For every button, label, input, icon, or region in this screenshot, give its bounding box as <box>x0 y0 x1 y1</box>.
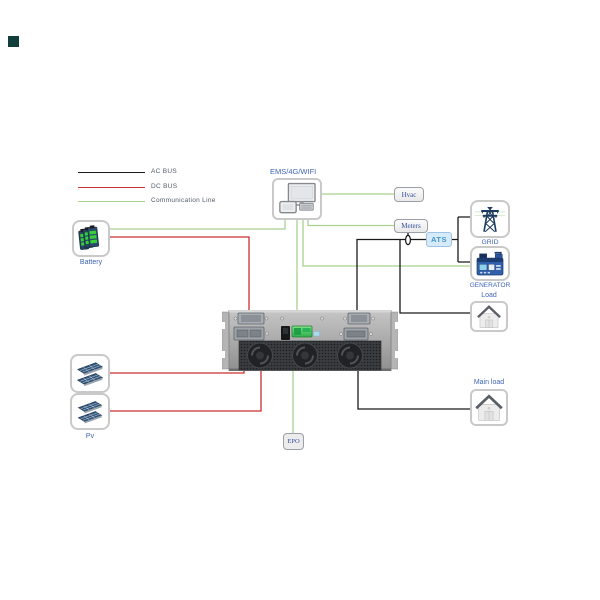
meters-label: Meters <box>401 222 421 230</box>
legend-dc-line-swatch <box>78 187 145 188</box>
indicator-chip <box>313 331 320 337</box>
lcd-display <box>291 325 313 338</box>
generator-label: GENERATOR <box>469 282 511 289</box>
ac-output-connectors <box>339 312 375 341</box>
house-icon <box>475 394 503 421</box>
legend-comm-line-swatch <box>78 201 145 202</box>
ems-label: EMS/4G/WIFI <box>270 167 317 176</box>
inverter-cabinet <box>222 310 398 371</box>
pv-node-2 <box>70 393 110 430</box>
ems-node <box>272 178 322 220</box>
legend-comm-label: Communication Line <box>151 197 216 204</box>
main-load-node <box>470 389 508 426</box>
computer-icon <box>279 182 316 214</box>
legend-ac-line-swatch <box>78 172 145 173</box>
house-icon <box>477 305 501 328</box>
battery-icon <box>78 225 100 250</box>
transmission-tower-icon <box>474 207 506 233</box>
hvac-node: Hvac <box>394 187 424 202</box>
legend-dc-label: DC BUS <box>151 183 178 190</box>
meters-node: Meters <box>394 219 428 233</box>
dc-input-connectors <box>233 312 269 341</box>
pv-node-1 <box>70 354 110 393</box>
legend-ac-label: AC BUS <box>151 168 178 175</box>
hvac-label: Hvac <box>401 190 417 199</box>
pv-label: Pv <box>85 433 95 440</box>
solar-panel-icon <box>77 401 103 424</box>
generator-node <box>470 246 510 281</box>
meter-ct-connector <box>405 234 412 246</box>
epo-node: EPO <box>283 433 304 450</box>
main-load-label: Main load <box>473 379 505 386</box>
epo-label: EPO <box>287 438 300 445</box>
fan-icons <box>247 342 363 369</box>
generator-icon <box>476 251 504 276</box>
ats-node: ATS <box>426 232 452 247</box>
grid-node <box>470 200 510 238</box>
ats-label: ATS <box>431 235 447 244</box>
corner-mark <box>8 36 19 47</box>
load-node <box>470 301 508 332</box>
battery-label: Battery <box>79 259 103 266</box>
load-label: Load <box>481 292 497 299</box>
solar-panel-icon <box>76 362 104 387</box>
battery-node <box>72 220 110 257</box>
grid-label: GRID <box>481 239 499 246</box>
